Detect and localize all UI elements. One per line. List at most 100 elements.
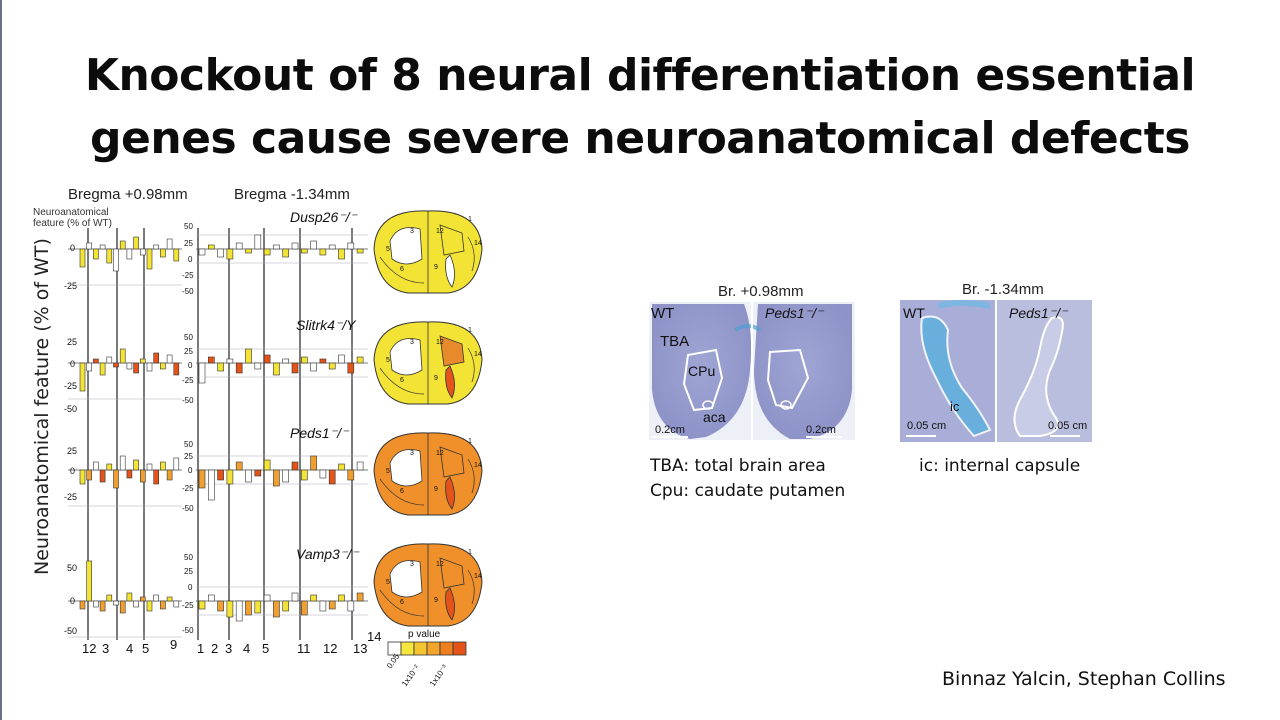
bar-panels [68, 228, 368, 640]
x-group-label: 5 [262, 641, 270, 656]
scale-bar-label: 0.2cm [655, 424, 685, 436]
bar [217, 600, 224, 612]
bar [319, 600, 327, 612]
bar [198, 600, 206, 610]
bar [310, 455, 317, 471]
tick-label: 50 [184, 333, 193, 342]
region-number: 1 [468, 438, 472, 445]
brain-contour [467, 458, 475, 494]
tick-label: -25 [182, 271, 194, 280]
region-number: 6 [400, 599, 404, 606]
bar [328, 600, 336, 610]
bar [119, 455, 126, 471]
bar [291, 242, 299, 250]
x-group-label: 4 [126, 641, 134, 656]
bar [300, 248, 308, 254]
bar [106, 356, 113, 364]
tick-label: 0 [70, 359, 76, 369]
bar [263, 594, 271, 602]
bar [235, 242, 243, 250]
p-value-swatch [400, 641, 415, 656]
bar [208, 356, 215, 364]
bar [79, 469, 86, 485]
tick-label: 25 [67, 446, 78, 456]
bar [347, 469, 355, 481]
bar [282, 600, 290, 612]
bar [310, 240, 317, 250]
brain-contour [379, 367, 425, 395]
bar [291, 461, 299, 471]
histology-ko-label-1: Peds1⁻/⁻ [765, 305, 824, 321]
brain-region [445, 365, 455, 399]
bar [140, 469, 146, 483]
bar [226, 358, 234, 364]
bar [146, 248, 153, 270]
tick-label: 0 [70, 596, 76, 606]
histology-header-2: Br. -1.34mm [962, 281, 1044, 298]
region-number: 3 [410, 339, 414, 346]
bar [319, 248, 327, 256]
region-number: 3 [410, 450, 414, 457]
region-number: 5 [386, 246, 390, 253]
x-group-label: 13 [353, 641, 368, 656]
gene-label-slitrk4: Slitrk4⁻/Y [296, 317, 356, 333]
brain-region [439, 557, 465, 589]
region-number: 6 [400, 266, 404, 273]
region-number: 1 [468, 549, 472, 556]
region-number: 5 [386, 468, 390, 475]
bar [99, 244, 106, 250]
bar [328, 244, 336, 250]
bar [79, 248, 86, 268]
region-number: 14 [474, 462, 482, 469]
bar [173, 457, 180, 471]
bar [300, 356, 308, 364]
brain-contour [379, 256, 425, 284]
bar [126, 248, 133, 260]
histology-header-1: Br. +0.98mm [718, 283, 804, 300]
histology-wt-label-1: WT [651, 305, 675, 322]
bar [86, 560, 92, 602]
x-group-label: 12 [323, 641, 338, 656]
tick-label: 25 [184, 567, 193, 576]
tick-label: 50 [184, 222, 193, 231]
bregma-left-label: Bregma +0.98mm [68, 186, 188, 203]
tick-label: 0 [70, 243, 76, 253]
bar [166, 469, 173, 481]
tick-label: -50 [182, 504, 194, 513]
bar [119, 600, 126, 614]
region-number: 9 [434, 375, 438, 382]
bar [226, 469, 234, 485]
bar [86, 469, 92, 481]
caption-tba: TBA: total brain area [650, 456, 826, 476]
bar [263, 354, 271, 364]
brain-contour [379, 589, 425, 617]
tick-label: -50 [182, 626, 194, 635]
region-number: 6 [400, 377, 404, 384]
bar [263, 248, 271, 256]
bar [226, 600, 234, 618]
bar [106, 248, 113, 264]
x-group-label: 9 [170, 637, 178, 652]
bar [173, 248, 180, 262]
brain-contour [467, 347, 475, 383]
bar [146, 600, 153, 612]
x-group-label: 5 [142, 641, 150, 656]
bar [217, 362, 224, 372]
bar [291, 592, 299, 602]
tba-label: TBA [660, 333, 690, 350]
x-group-label: 11 [297, 641, 311, 656]
bar [99, 469, 106, 483]
bar [106, 463, 113, 471]
tick-label: 0 [188, 583, 193, 592]
bar [254, 469, 262, 477]
bar [254, 600, 262, 614]
bar [235, 362, 243, 374]
bar [273, 600, 280, 618]
tick-label: 25 [184, 452, 193, 461]
bar [93, 248, 99, 260]
bar [153, 352, 159, 364]
